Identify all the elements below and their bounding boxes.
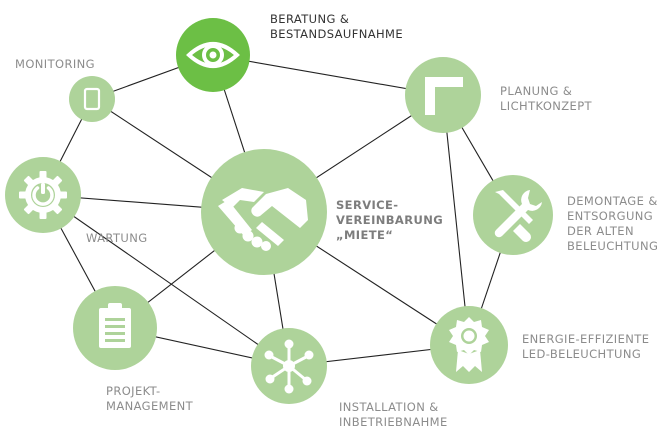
label-planung: PLANUNG & LICHTKONZEPT bbox=[500, 84, 592, 113]
label-installation: INSTALLATION & INBETRIEBNAHME bbox=[339, 400, 448, 429]
tablet-icon bbox=[83, 87, 101, 111]
edge-planung-energie bbox=[442, 94, 470, 346]
network-hub-icon bbox=[264, 339, 314, 394]
node-planung bbox=[405, 57, 481, 133]
node-wartung bbox=[5, 157, 81, 233]
node-projekt bbox=[73, 286, 157, 370]
ruler-icon bbox=[425, 77, 463, 115]
label-demontage: DEMONTAGE & ENTSORGUNG DER ALTEN BELEUCH… bbox=[567, 194, 659, 253]
node-monitoring bbox=[69, 76, 115, 122]
handshake-icon bbox=[218, 188, 308, 251]
eye-icon bbox=[186, 42, 240, 68]
label-projekt: PROJEKT- MANAGEMENT bbox=[106, 384, 194, 413]
label-energie: ENERGIE-EFFIZIENTE LED-BELEUCHTUNG bbox=[522, 332, 650, 361]
power-gear-icon bbox=[19, 171, 67, 219]
tools-icon bbox=[494, 190, 542, 243]
award-badge-icon bbox=[449, 317, 489, 372]
label-monitoring: MONITORING bbox=[15, 57, 95, 71]
node-beratung bbox=[176, 18, 250, 92]
label-beratung: BERATUNG & BESTANDSAUFNAHME bbox=[270, 12, 404, 41]
node-demontage bbox=[473, 175, 553, 255]
label-wartung: WARTUNG bbox=[86, 231, 148, 245]
edge-wartung-installation bbox=[42, 194, 290, 367]
label-center: SERVICE- VEREINBARUNG „MIETE“ bbox=[336, 198, 444, 242]
clipboard-icon bbox=[99, 303, 131, 348]
edge-beratung-planung bbox=[212, 54, 444, 96]
node-energie bbox=[430, 306, 508, 384]
node-installation bbox=[251, 328, 327, 404]
node-center bbox=[201, 149, 327, 275]
